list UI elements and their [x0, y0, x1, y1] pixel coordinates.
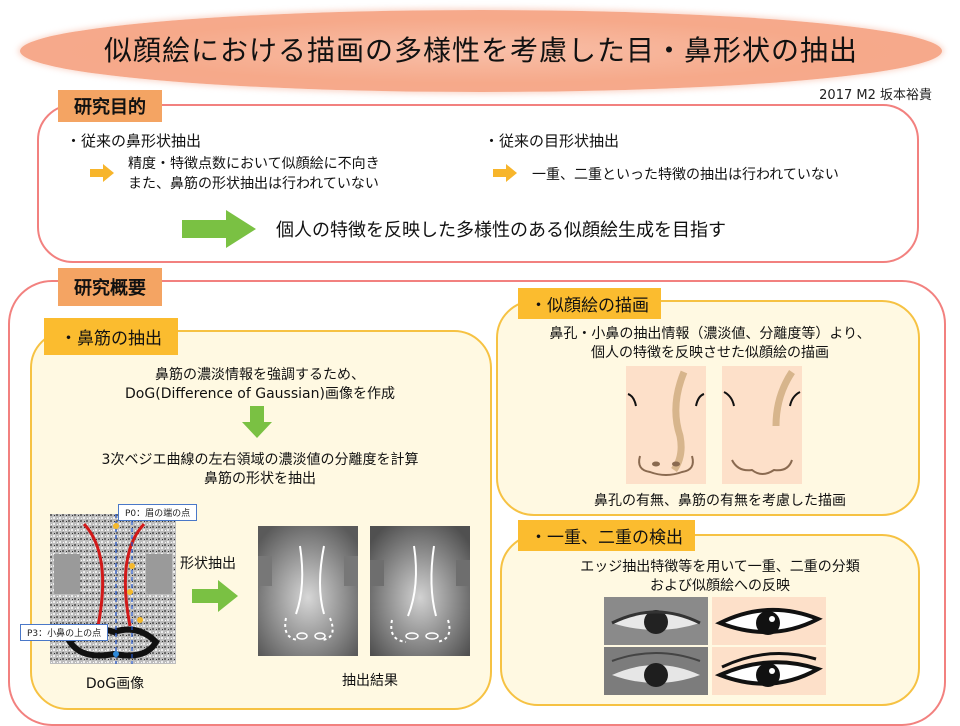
- eyelid-desc-2: および似顔絵への反映: [650, 578, 790, 594]
- dog-image: [50, 514, 176, 664]
- eyelid-label: ・一重、二重の検出: [518, 520, 695, 551]
- result-image-1: [258, 526, 358, 656]
- dog-caption: DoG画像: [85, 676, 145, 692]
- arrow-icon: [493, 164, 517, 182]
- step1-line2: DoG(Difference of Gaussian)画像を作成: [125, 386, 395, 402]
- portrait-desc-2: 個人の特徴を反映させた似顔絵の描画: [591, 345, 829, 361]
- p3-tag: P3：小鼻の上の点: [20, 624, 109, 641]
- result-image-2: [370, 526, 470, 656]
- title-banner: [20, 10, 942, 92]
- single-eyelid-photo: [604, 597, 708, 645]
- author-line: 2017 M2 坂本裕貴: [819, 88, 932, 103]
- portrait-label: ・似顔絵の描画: [518, 288, 661, 319]
- portrait-drawing-2: [722, 366, 802, 484]
- purpose-label: 研究目的: [58, 90, 162, 122]
- nose-point-2: また、鼻筋の形状抽出は行われていない: [128, 176, 379, 192]
- overview-label: 研究概要: [58, 268, 162, 306]
- p0-tag: P0：眉の端の点: [118, 504, 198, 521]
- goal-text: 個人の特徴を反映した多様性のある似顔絵生成を目指す: [276, 220, 726, 241]
- result-caption: 抽出結果: [342, 673, 398, 689]
- nose-point-1: 精度・特徴点数において似顔絵に不向き: [128, 156, 380, 172]
- nose-ridge-label: ・鼻筋の抽出: [44, 318, 178, 355]
- slide-title: 似顔絵における描画の多様性を考慮した目・鼻形状の抽出: [103, 34, 858, 67]
- eyelid-desc-1: エッジ抽出特徴等を用いて一重、二重の分類: [580, 559, 860, 575]
- double-eyelid-photo: [604, 647, 708, 695]
- portrait-caption: 鼻孔の有無、鼻筋の有無を考慮した描画: [594, 493, 846, 509]
- step1-line1: 鼻筋の濃淡情報を強調するため、: [155, 367, 365, 383]
- down-arrow-icon: [242, 406, 272, 438]
- portrait-drawing-1: [626, 366, 706, 484]
- nose-heading: ・従来の鼻形状抽出: [66, 132, 202, 150]
- eyelid-box: [500, 534, 920, 706]
- step2-line1: 3次ベジエ曲線の左右領域の濃淡値の分離度を計算: [101, 452, 419, 468]
- eye-heading: ・従来の目形状抽出: [484, 132, 620, 150]
- right-arrow-icon: [192, 580, 238, 612]
- step2-line2: 鼻筋の形状を抽出: [204, 471, 316, 487]
- single-eyelid-drawing: [712, 597, 826, 645]
- eye-point: 一重、二重といった特徴の抽出は行われていない: [532, 167, 839, 183]
- shape-extract-label: 形状抽出: [180, 556, 236, 572]
- arrow-icon: [90, 164, 114, 182]
- goal-arrow-icon: [182, 210, 256, 248]
- double-eyelid-drawing: [712, 647, 826, 695]
- portrait-box: [496, 300, 920, 516]
- portrait-desc-1: 鼻孔・小鼻の抽出情報（濃淡値、分離度等）より、: [549, 326, 871, 342]
